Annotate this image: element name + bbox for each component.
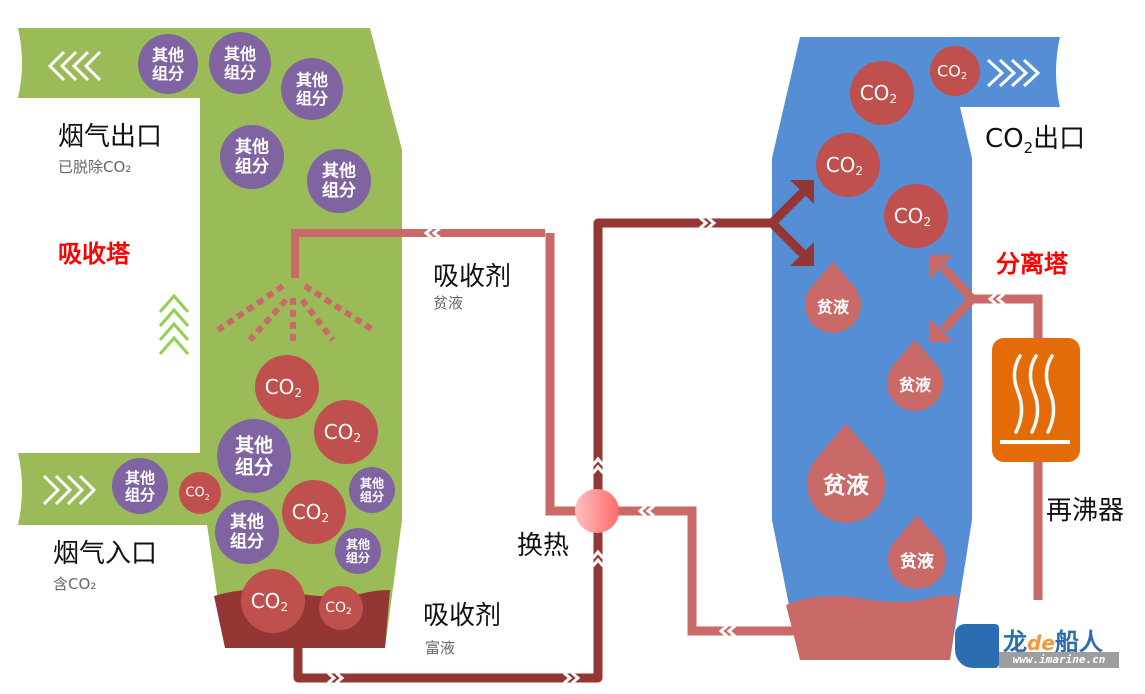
watermark-name: 龙de船人: [1003, 628, 1103, 656]
absorber-title: 吸收塔: [58, 240, 130, 268]
reboiler-pipe: [972, 294, 1043, 600]
spray-nozzle: [216, 229, 545, 345]
flue-gas-inlet-sub: 含CO₂: [53, 575, 97, 593]
other-component-label: 组分: [346, 550, 370, 565]
flue-gas-inlet-label: 烟气入口: [53, 539, 158, 569]
rich-absorbent-label: 吸收剂: [423, 601, 502, 631]
other-component-label: 其他: [322, 161, 356, 182]
other-component-label: 其他: [152, 46, 184, 65]
rich-distributor-arrow-icon: [768, 186, 809, 260]
other-component-label: 其他: [230, 512, 264, 533]
co2-bubble: CO2: [241, 569, 305, 633]
pipe-flow-arrows: [327, 216, 1005, 685]
co2-outlet-label: CO2出口: [985, 124, 1086, 158]
other-component-label: 组分: [152, 64, 184, 83]
reboiler-return-heads: [929, 255, 953, 342]
co2-label: CO2: [325, 600, 352, 617]
stripper-liquid: [786, 595, 958, 660]
upflow-arrow-icon: [158, 293, 190, 355]
reboiler-icon: [992, 338, 1080, 462]
lean-drop: 贫液: [805, 261, 861, 333]
lean-drop: 贫液: [806, 423, 885, 523]
lean-drop: 贫液: [888, 515, 946, 589]
co2-bubble: CO2: [282, 480, 346, 544]
other-component-label: 其他: [346, 536, 370, 551]
co2-bubble: CO2: [816, 133, 880, 197]
co2-label: CO2: [185, 486, 209, 502]
reboiler-label: 再沸器: [1046, 496, 1125, 526]
heat-exchanger-label: 换热: [517, 531, 570, 561]
co2-bubble: CO2: [255, 355, 319, 419]
co2-bubble: CO2: [850, 61, 914, 125]
other-component-label: 其他: [296, 71, 328, 90]
flue-gas-outlet-sub: 已脱除CO₂: [58, 158, 132, 176]
reboiler-return-arrow-icon: [939, 263, 976, 334]
lean-drop-label: 贫液: [899, 551, 934, 572]
lean-drop-label: 贫液: [823, 472, 869, 499]
heat-exchanger-node: [575, 489, 619, 533]
lean-absorbent-label: 吸收剂: [433, 262, 512, 292]
other-component-label: 组分: [296, 89, 328, 108]
co2-bubble: CO2: [930, 46, 980, 96]
lean-drop-label: 贫液: [899, 376, 932, 395]
ship-logo-icon: [955, 624, 999, 668]
other-component-label: 组分: [224, 63, 256, 82]
rich-absorbent-sub: 富液: [425, 639, 456, 657]
inlet-flow-arrow-icon: [42, 474, 97, 506]
lean-absorbent-pipe: [545, 233, 795, 636]
other-component-label: 组分: [360, 489, 384, 504]
lean-drop: 贫液: [887, 339, 943, 411]
flue-gas-outlet-label: 烟气出口: [58, 122, 163, 152]
co2-bubble: CO2: [314, 400, 378, 464]
watermark-url: www.imarine.cn: [999, 652, 1119, 668]
other-component-label: 其他: [235, 434, 273, 457]
other-component-label: 组分: [230, 531, 264, 552]
other-component-label: 其他: [125, 469, 155, 487]
other-component-label: 组分: [125, 486, 155, 504]
lean-drop-label: 贫液: [817, 298, 850, 317]
co2-outlet-arrow-icon: [986, 58, 1041, 88]
lean-absorbent-sub: 贫液: [433, 294, 464, 312]
co2-bubble: CO2: [179, 472, 221, 514]
outlet-flow-arrow-icon: [47, 50, 102, 82]
watermark-logo: 龙de船人 www.imarine.cn: [955, 622, 1125, 670]
rich-absorbent-pipe: [293, 218, 775, 683]
other-component-label: 组分: [322, 180, 356, 201]
co2-label: CO2: [937, 62, 967, 82]
stripper-title: 分离塔: [996, 250, 1068, 278]
rich-distributor-heads: [790, 180, 814, 266]
co2-bubble: CO2: [319, 586, 363, 630]
other-component-label: 组分: [235, 455, 273, 478]
other-component-label: 组分: [235, 156, 269, 177]
other-component-label: 其他: [235, 137, 269, 158]
bubbles: 其他组分其他组分其他组分其他组分其他组分CO2CO2其他组分CO2其他组分其他组…: [112, 32, 980, 633]
co2-bubble: CO2: [884, 184, 948, 248]
other-component-label: 其他: [360, 475, 384, 490]
other-component-label: 其他: [224, 45, 256, 64]
